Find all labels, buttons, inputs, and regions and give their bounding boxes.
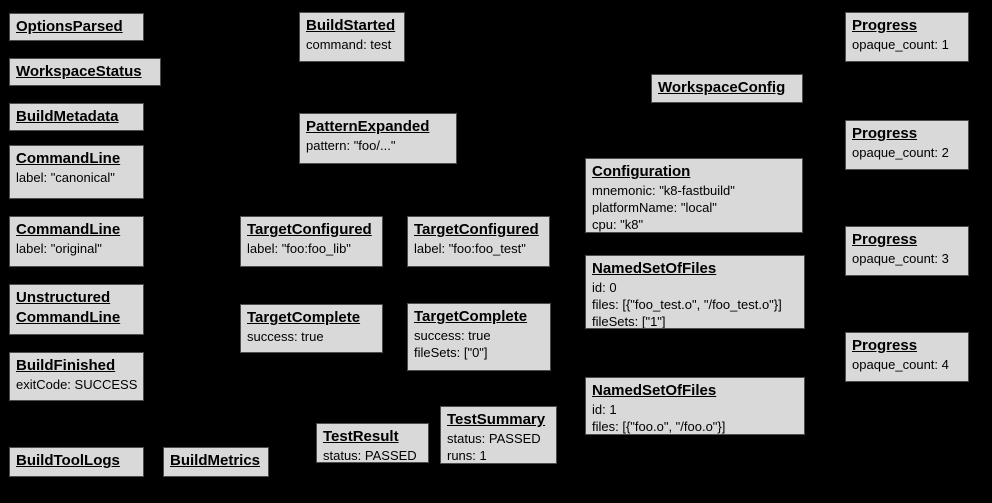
event-field: mnemonic: "k8-fastbuild" xyxy=(592,183,735,198)
event-box-target-complete-foo-test: TargetComplete success: true fileSets: [… xyxy=(407,303,551,371)
event-title: Configuration xyxy=(592,163,691,180)
event-title: BuildToolLogs xyxy=(16,452,120,469)
event-title: TargetComplete xyxy=(414,308,528,325)
event-title: OptionsParsed xyxy=(16,18,123,35)
event-box-configuration: Configuration mnemonic: "k8-fastbuild" p… xyxy=(585,158,803,233)
event-box-pattern-expanded: PatternExpanded pattern: "foo/..." xyxy=(299,113,457,164)
event-title: NamedSetOfFiles xyxy=(592,260,717,277)
event-box-workspace-status: WorkspaceStatus xyxy=(9,58,161,86)
event-box-target-configured-foo-test: TargetConfigured label: "foo:foo_test" xyxy=(407,216,550,267)
event-field: id: 0 xyxy=(592,280,617,295)
event-field: opaque_count: 2 xyxy=(852,145,949,160)
event-title: BuildMetadata xyxy=(16,108,119,125)
event-field: command: test xyxy=(306,37,392,52)
event-box-target-complete-foo-lib: TargetComplete success: true xyxy=(240,304,383,353)
event-title: Progress xyxy=(852,337,918,354)
event-box-command-line-canonical: CommandLine label: "canonical" xyxy=(9,145,144,199)
event-box-command-line-original: CommandLine label: "original" xyxy=(9,216,144,267)
event-box-build-tool-logs: BuildToolLogs xyxy=(9,447,144,477)
event-field: label: "foo:foo_test" xyxy=(414,241,526,256)
event-box-workspace-config: WorkspaceConfig xyxy=(651,74,803,103)
event-field: opaque_count: 3 xyxy=(852,251,949,266)
event-title: Unstructured xyxy=(16,289,111,306)
event-field: status: PASSED xyxy=(447,431,541,446)
event-title: TargetComplete xyxy=(247,309,361,326)
event-title: BuildFinished xyxy=(16,357,116,374)
event-title: TargetConfigured xyxy=(414,221,539,238)
event-title: WorkspaceStatus xyxy=(16,63,142,80)
event-title: TestResult xyxy=(323,428,399,445)
event-box-build-metrics: BuildMetrics xyxy=(163,447,269,477)
event-field: id: 1 xyxy=(592,402,617,417)
event-box-options-parsed: OptionsParsed xyxy=(9,13,144,41)
event-title: CommandLine xyxy=(16,150,121,167)
event-box-unstructured-command-line: Unstructured CommandLine xyxy=(9,284,144,335)
event-box-test-summary: TestSummary status: PASSED runs: 1 xyxy=(440,406,557,464)
event-field: fileSets: ["1"] xyxy=(592,314,666,329)
event-box-progress-3: Progress opaque_count: 3 xyxy=(845,226,969,276)
event-box-progress-2: Progress opaque_count: 2 xyxy=(845,120,969,170)
event-field: status: PASSED xyxy=(323,448,417,463)
event-box-progress-1: Progress opaque_count: 1 xyxy=(845,12,969,62)
event-title: WorkspaceConfig xyxy=(658,79,786,96)
event-title: CommandLine xyxy=(16,309,121,326)
event-box-named-set-of-files-0: NamedSetOfFiles id: 0 files: [{"foo_test… xyxy=(585,255,805,329)
event-field: opaque_count: 1 xyxy=(852,37,949,52)
event-field: opaque_count: 4 xyxy=(852,357,949,372)
event-field: label: "canonical" xyxy=(16,170,115,185)
event-field: cpu: "k8" xyxy=(592,217,644,232)
event-box-progress-4: Progress opaque_count: 4 xyxy=(845,332,969,382)
event-title: Progress xyxy=(852,231,918,248)
event-box-named-set-of-files-1: NamedSetOfFiles id: 1 files: [{"foo.o", … xyxy=(585,377,805,435)
event-title: CommandLine xyxy=(16,221,121,238)
event-title: BuildStarted xyxy=(306,17,396,34)
event-title: TargetConfigured xyxy=(247,221,372,238)
event-field: fileSets: ["0"] xyxy=(414,345,488,360)
event-box-build-finished: BuildFinished exitCode: SUCCESS xyxy=(9,352,144,401)
event-title: PatternExpanded xyxy=(306,118,430,135)
event-field: exitCode: SUCCESS xyxy=(16,377,138,392)
event-title: BuildMetrics xyxy=(170,452,261,469)
event-field: platformName: "local" xyxy=(592,200,717,215)
event-box-build-started: BuildStarted command: test xyxy=(299,12,405,62)
event-box-test-result: TestResult status: PASSED xyxy=(316,423,429,463)
event-field: files: [{"foo.o", "/foo.o"}] xyxy=(592,419,726,434)
event-field: files: [{"foo_test.o", "/foo_test.o"}] xyxy=(592,297,782,312)
event-title: Progress xyxy=(852,17,918,34)
event-field: success: true xyxy=(247,329,324,344)
event-field: label: "foo:foo_lib" xyxy=(247,241,351,256)
event-box-build-metadata: BuildMetadata xyxy=(9,103,144,131)
event-title: NamedSetOfFiles xyxy=(592,382,717,399)
event-field: pattern: "foo/..." xyxy=(306,138,396,153)
event-box-target-configured-foo-lib: TargetConfigured label: "foo:foo_lib" xyxy=(240,216,383,267)
event-title: TestSummary xyxy=(447,411,546,428)
event-title: Progress xyxy=(852,125,918,142)
event-field: success: true xyxy=(414,328,491,343)
event-field: label: "original" xyxy=(16,241,102,256)
event-field: runs: 1 xyxy=(447,448,487,463)
